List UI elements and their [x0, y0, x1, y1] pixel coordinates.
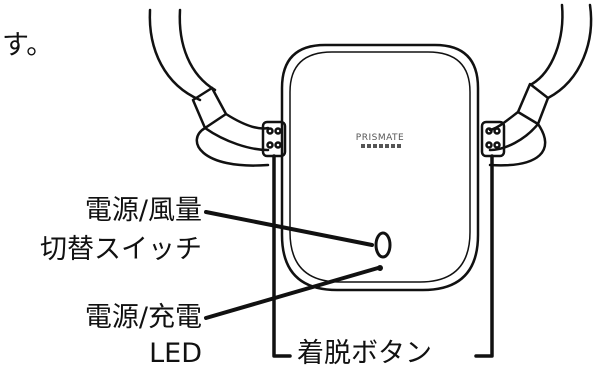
- label-detach-button: 着脱ボタン: [297, 338, 432, 369]
- power-fan-switch[interactable]: [374, 231, 392, 259]
- label-power-fan-switch-line1: 電源/風量: [84, 195, 202, 226]
- brand-logo: PRISMATE: [356, 133, 404, 143]
- fragment-text: す。: [2, 30, 54, 61]
- label-power-charge-led-line2: LED: [149, 338, 202, 369]
- label-power-fan-switch-line2: 切替スイッチ: [40, 234, 202, 265]
- brand-dots: [361, 144, 401, 148]
- power-charge-led: [377, 265, 383, 271]
- device-body: [280, 43, 480, 292]
- right-hinge: [480, 120, 506, 158]
- leader-line-led: [204, 266, 380, 320]
- label-power-charge-led-line1: 電源/充電: [84, 302, 202, 333]
- left-neckband-arm: [148, 8, 270, 167]
- left-hinge: [261, 120, 287, 158]
- leader-line-switch: [204, 210, 374, 247]
- detach-button-bracket: [272, 154, 494, 358]
